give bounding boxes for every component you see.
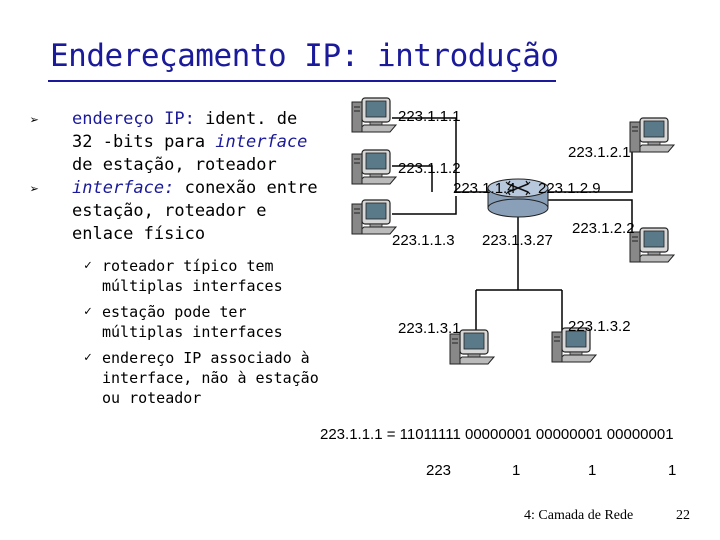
check-icon: ✓ bbox=[84, 258, 92, 273]
address-label: 223.1.2.9 bbox=[538, 180, 601, 197]
check-icon: ✓ bbox=[84, 304, 92, 319]
binary-equation: 223.1.1.1 = 11011111 00000001 00000001 0… bbox=[320, 426, 674, 443]
host-icon-223-1-2-2 bbox=[629, 227, 675, 263]
address-label: 223.1.1.3 bbox=[392, 232, 455, 249]
address-label: 223.1.3.27 bbox=[482, 232, 553, 249]
sub-bullet-text: roteador típico tem múltiplas interfaces bbox=[102, 257, 283, 295]
network-links bbox=[392, 117, 633, 340]
bullet-text: ident. de 32 -bits para bbox=[72, 109, 298, 152]
address-label: 223.1.2.1 bbox=[568, 144, 631, 161]
address-label: 223.1.2.2 bbox=[572, 220, 635, 237]
title-underline bbox=[48, 80, 556, 82]
sub-bullet-text: endereço IP associado à interface, não à… bbox=[102, 349, 319, 407]
address-label: 223.1.1.4 bbox=[453, 180, 516, 197]
decimal-octet: 1 bbox=[668, 462, 677, 479]
bullet-italic: interface bbox=[215, 132, 308, 152]
host-icon-223-1-2-1 bbox=[629, 117, 675, 153]
footer-page-number: 22 bbox=[676, 508, 690, 523]
router-icon bbox=[487, 178, 549, 218]
address-label: 223.1.1.2 bbox=[398, 160, 461, 177]
decimal-octet: 1 bbox=[588, 462, 597, 479]
host-icon-223-1-1-1 bbox=[351, 97, 397, 133]
decimal-octet: 223 bbox=[426, 462, 452, 479]
bullet-ip-address: ➢ endereço IP: ident. de 32 -bits para i… bbox=[24, 108, 324, 177]
page-title: Endereçamento IP: introdução bbox=[50, 38, 559, 74]
bullet-list: ➢ endereço IP: ident. de 32 -bits para i… bbox=[24, 108, 324, 408]
address-label: 223.1.3.1 bbox=[398, 320, 461, 337]
decimal-octet: 1 bbox=[512, 462, 521, 479]
sub-bullet: ✓ roteador típico tem múltiplas interface… bbox=[24, 256, 324, 296]
address-label: 223.1.3.2 bbox=[568, 318, 631, 335]
bullet-text-2: de estação, roteador bbox=[72, 155, 277, 175]
arrow-bullet-icon: ➢ bbox=[30, 111, 40, 129]
sub-bullet: ✓ endereço IP associado à interface, não … bbox=[24, 348, 324, 408]
host-icon-223-1-1-3 bbox=[351, 199, 397, 235]
arrow-bullet-icon: ➢ bbox=[30, 180, 40, 198]
footer-chapter: 4: Camada de Rede bbox=[524, 508, 634, 523]
bullet-highlight: interface: bbox=[72, 178, 175, 198]
address-label: 223.1.1.1 bbox=[398, 108, 461, 125]
sub-bullet: ✓ estação pode ter múltiplas interfaces bbox=[24, 302, 324, 342]
bullet-highlight: endereço IP: bbox=[72, 109, 195, 129]
bullet-interface: ➢ interface: conexão entre estação, rote… bbox=[24, 177, 324, 246]
host-icon-223-1-1-2 bbox=[351, 149, 397, 185]
sub-bullet-list: ✓ roteador típico tem múltiplas interface… bbox=[24, 256, 324, 408]
bullet-text: conexão entre estação, roteador e enlace… bbox=[72, 178, 318, 244]
sub-bullet-text: estação pode ter múltiplas interfaces bbox=[102, 303, 283, 341]
check-icon: ✓ bbox=[84, 350, 92, 365]
